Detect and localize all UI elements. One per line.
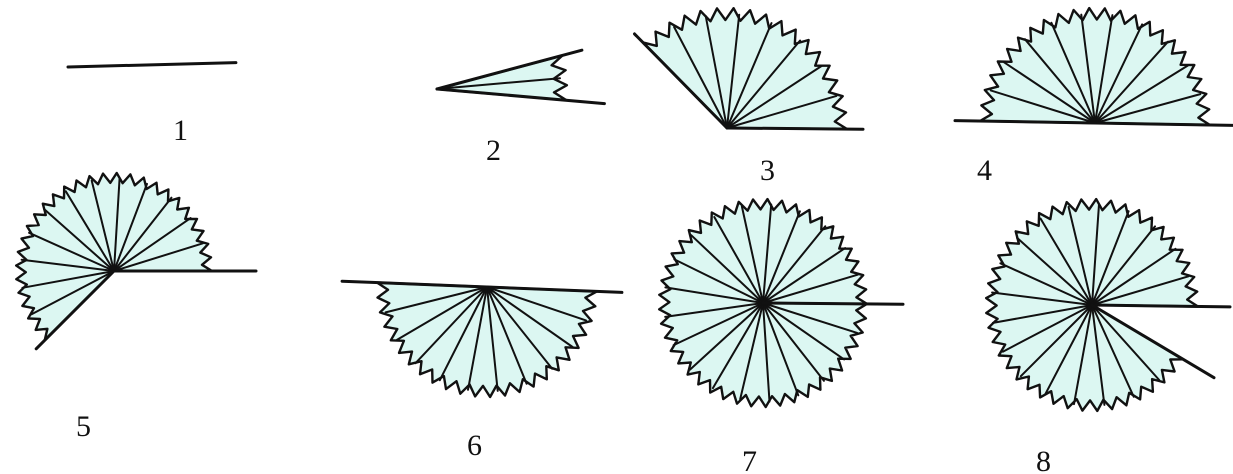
panel-3: 3 [635, 8, 864, 187]
fan-6 [342, 281, 622, 397]
panel-6: 6 [342, 281, 622, 462]
base-arm [727, 128, 863, 129]
fan-8 [986, 199, 1230, 411]
fan-7 [659, 199, 903, 407]
panel-label-2: 2 [486, 134, 501, 167]
panel-4: 4 [955, 8, 1233, 187]
fan-3 [635, 8, 864, 129]
fan-4 [955, 8, 1233, 125]
panel-1: 1 [68, 63, 236, 147]
panel-label-4: 4 [977, 154, 992, 187]
panel-7: 7 [659, 199, 903, 474]
panel-8: 8 [986, 199, 1230, 474]
fan-5 [16, 173, 256, 349]
fan-fill [980, 8, 1210, 125]
fan-1 [68, 63, 236, 67]
panel-label-5: 5 [76, 410, 91, 443]
panel-label-3: 3 [760, 154, 775, 187]
panel-label-6: 6 [467, 429, 482, 462]
panel-5: 5 [16, 173, 256, 443]
base-arm [68, 63, 236, 67]
base-arm [763, 303, 903, 304]
panel-label-1: 1 [173, 114, 188, 147]
panel-label-8: 8 [1036, 445, 1051, 474]
panel-2: 2 [437, 50, 604, 167]
fan-2 [437, 50, 604, 103]
panel-label-7: 7 [742, 445, 757, 474]
base-arm [1092, 305, 1230, 307]
base-arm [1095, 123, 1233, 125]
